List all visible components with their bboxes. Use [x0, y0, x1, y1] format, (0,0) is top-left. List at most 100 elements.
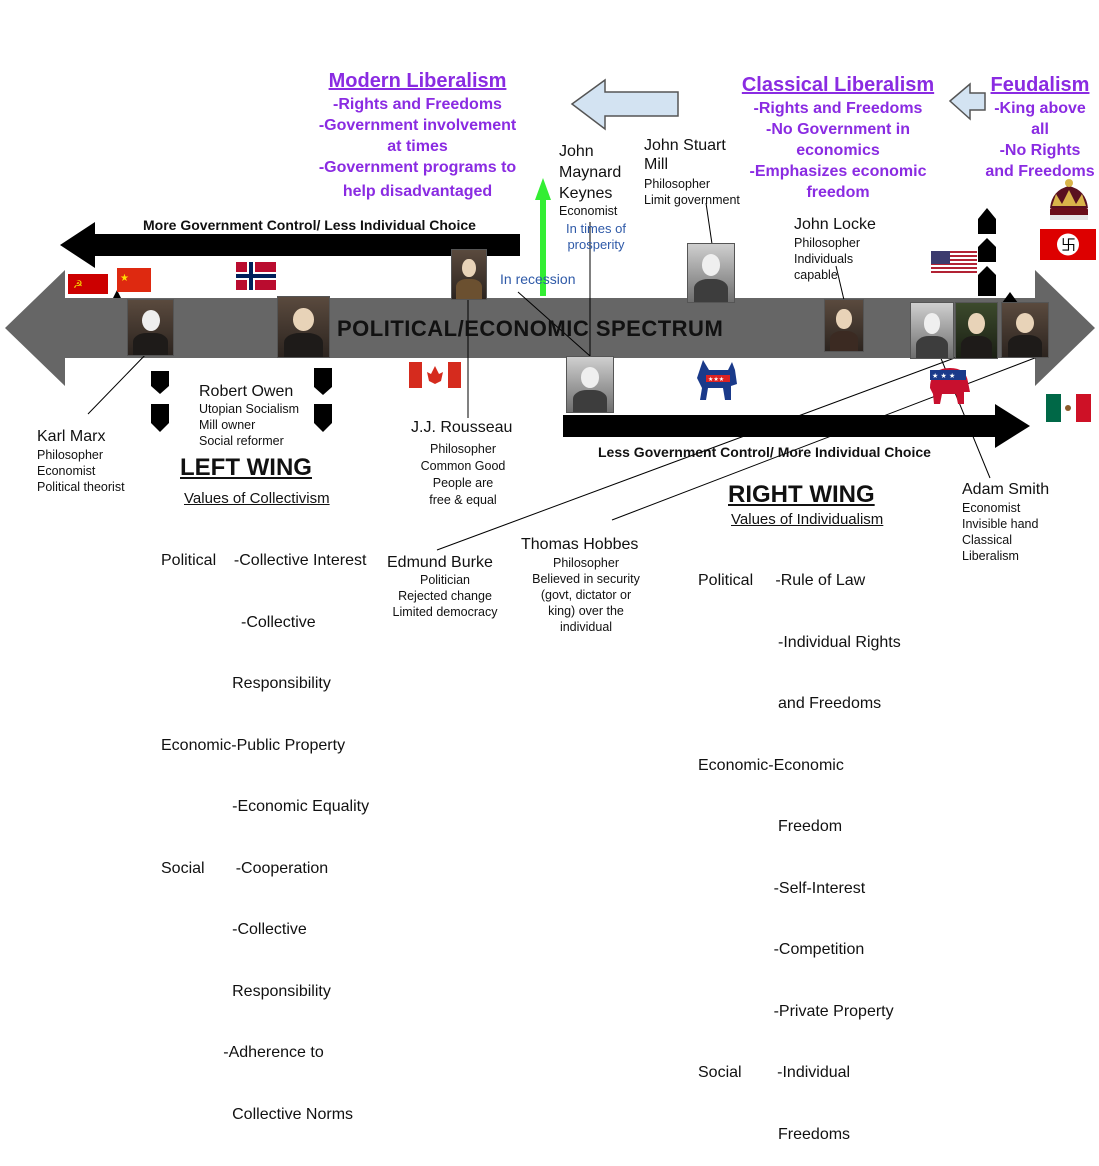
usa-flag: [931, 251, 977, 276]
thomas-hobbes-portrait: [1001, 302, 1049, 358]
keynes-name-line: Maynard: [559, 164, 622, 181]
mill-name: John Stuart Mill: [644, 136, 726, 174]
feudalism-arrow: [948, 82, 986, 121]
marx-pointer: [113, 290, 121, 298]
right-value-line: Political -Rule of Law: [698, 572, 866, 589]
mill-desc-line: Philosopher: [644, 177, 711, 191]
keynes-green-arrow: [535, 178, 551, 296]
more-government-arrow: [60, 222, 520, 268]
left-wing-arrows: [151, 368, 332, 432]
keynes-prosperity: In times of prosperity: [566, 221, 626, 253]
svg-text:卐: 卐: [1061, 236, 1076, 254]
marx-name: Karl Marx: [37, 428, 106, 445]
canada-flag: [409, 362, 461, 388]
ml-line: -Rights and Freedoms: [333, 96, 502, 113]
classical-liberalism-title: Classical Liberalism: [741, 74, 935, 96]
keynes-name-line: John: [559, 143, 594, 160]
right-wing-values: Political -Rule of Law -Individual Right…: [698, 530, 901, 1166]
nazi-flag: 卐: [1040, 229, 1096, 260]
locke-desc-line: Individuals: [794, 252, 854, 266]
right-wing-title: RIGHT WING: [728, 481, 875, 508]
smith-desc-line: Liberalism: [962, 549, 1019, 563]
mill-name-line: John Stuart: [644, 137, 726, 154]
rousseau-name: J.J. Rousseau: [411, 419, 513, 436]
spectrum-title: POLITICAL/ECONOMIC SPECTRUM: [337, 316, 724, 341]
republican-elephant-icon: ★ ★ ★: [930, 368, 970, 404]
classical-liberalism-block: Classical Liberalism -Rights and Freedom…: [728, 74, 948, 203]
feud-line: -No Rights: [999, 142, 1081, 159]
right-value-line: -Individual Rights: [698, 633, 901, 651]
right-value-line: -Self-Interest: [698, 879, 866, 897]
locke-portrait: [824, 299, 864, 352]
mill-portrait: [687, 243, 735, 303]
soviet-flag: ☭: [68, 274, 108, 294]
right-value-line: -Private Property: [698, 1002, 894, 1020]
more-government-label: More Government Control/ Less Individual…: [143, 217, 476, 233]
less-government-arrow: [563, 404, 1030, 448]
modern-liberalism-block: Modern Liberalism -Rights and Freedoms -…: [300, 70, 535, 202]
mill-desc-line: Limit government: [644, 193, 740, 207]
rousseau-desc-line: Philosopher: [429, 442, 496, 456]
china-flag: ★: [117, 268, 151, 292]
owen-desc: Utopian Socialism Mill owner Social refo…: [199, 401, 299, 449]
ml-line: -Government involvement: [318, 117, 517, 134]
mexico-flag: [1046, 394, 1091, 422]
rousseau-desc-line: Common Good: [420, 459, 506, 473]
hobbes-desc-line: individual: [559, 620, 613, 634]
feudalism-block: Feudalism -King above all -No Rights and…: [980, 74, 1099, 182]
locke-desc-line: Philosopher: [794, 236, 861, 250]
svg-text:★ ★ ★: ★ ★ ★: [932, 372, 955, 380]
smith-name: Adam Smith: [962, 481, 1050, 498]
cl-line: -No Government in: [765, 121, 910, 138]
left-value-line: Responsibility: [161, 675, 331, 692]
hobbes-name: Thomas Hobbes: [521, 536, 639, 553]
burke-name: Edmund Burke: [387, 554, 493, 571]
smith-desc-line: Invisible hand: [962, 517, 1039, 531]
feud-line: -King above: [994, 100, 1086, 117]
feud-line: and Freedoms: [985, 163, 1095, 180]
cl-line: freedom: [806, 184, 870, 201]
right-value-line: Freedom: [698, 818, 843, 835]
left-wing-values: Political -Collective Interest -Collecti…: [161, 510, 369, 1146]
owen-name: Robert Owen: [199, 383, 294, 400]
smith-desc-line: Classical: [962, 533, 1013, 547]
left-value-line: -Collective: [161, 921, 307, 938]
smith-desc-line: Economist: [962, 501, 1021, 515]
hobbes-desc: Philosopher Believed in security (govt, …: [515, 555, 657, 635]
left-value-line: -Collective: [161, 613, 316, 631]
right-value-line: Economic-Economic: [698, 756, 844, 774]
feudalism-title: Feudalism: [990, 74, 1090, 96]
ml-line: help disadvantaged: [342, 183, 493, 200]
rousseau-desc: Philosopher Common Good People are free …: [410, 441, 516, 509]
prosperity-line: In times of: [566, 221, 626, 236]
marx-desc-line: Economist: [37, 464, 96, 478]
edmund-burke-portrait: [955, 302, 998, 359]
burke-desc: Politician Rejected change Limited democ…: [385, 572, 505, 620]
right-value-line: -Competition: [698, 941, 865, 958]
svg-text:★★★: ★★★: [708, 376, 724, 383]
cl-line: economics: [796, 142, 880, 159]
svg-text:★: ★: [120, 273, 129, 284]
norway-flag: [236, 262, 276, 290]
karl-marx-portrait: [127, 299, 174, 356]
left-value-line: Collective Norms: [161, 1105, 354, 1123]
keynes-role: Economist: [559, 204, 618, 218]
left-value-line: Responsibility: [161, 982, 331, 1000]
keynes-recession: In recession: [500, 271, 576, 287]
keynes-name-line: Keynes: [559, 185, 613, 202]
crown-icon: [1050, 179, 1088, 220]
mill-name-line: Mill: [644, 156, 668, 173]
left-value-line: -Adherence to: [161, 1044, 324, 1061]
left-value-line: Social -Cooperation: [161, 859, 329, 877]
cl-line: -Rights and Freedoms: [753, 100, 923, 117]
svg-text:☭: ☭: [73, 278, 83, 291]
left-value-line: Political -Collective Interest: [161, 552, 367, 569]
rousseau-desc-line: People are: [432, 476, 494, 490]
cl-line: -Emphasizes economic: [749, 163, 927, 180]
democrat-donkey-icon: ★★★: [697, 360, 737, 400]
less-government-label: Less Government Control/ More Individual…: [598, 444, 931, 460]
feud-line: all: [1031, 121, 1049, 138]
marx-desc-line: Political theorist: [37, 480, 125, 494]
ml-line: -Government programs to: [318, 159, 517, 176]
connector-lines: [87, 202, 1041, 551]
